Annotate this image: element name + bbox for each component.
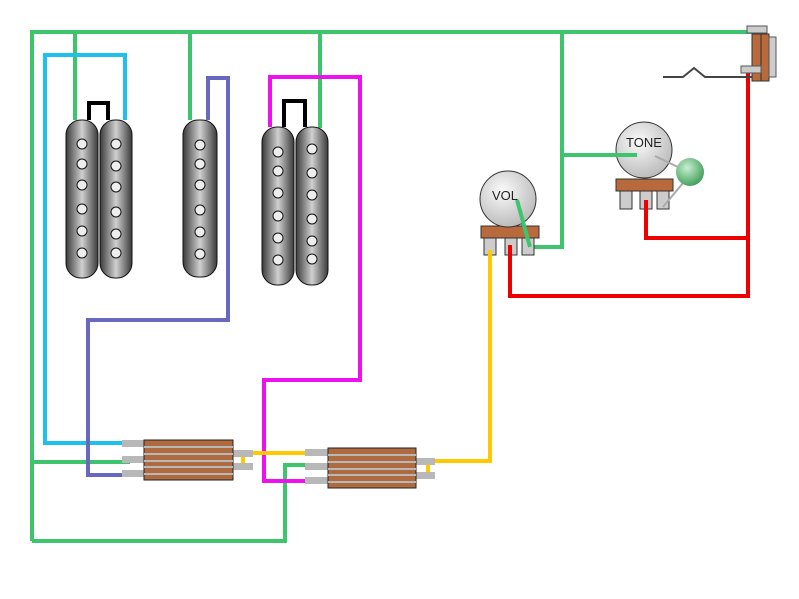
bridge-humbucker (65, 101, 133, 279)
middle-pickup-hot-wire (86, 76, 230, 477)
jack-tip-spring (663, 66, 752, 78)
neck-humbucker (261, 99, 329, 286)
neck-pickup-hot-wire (262, 75, 362, 483)
bridge-pickup-hot-wire (43, 53, 134, 445)
pickup-switch-1[interactable] (122, 439, 253, 481)
pickup-switch-2[interactable] (305, 447, 435, 489)
middle-single-coil (182, 119, 218, 278)
ground-wire-main (30, 30, 755, 541)
output-jack[interactable] (663, 25, 777, 82)
tone-label: TONE (626, 135, 662, 150)
tone-to-output-wire (644, 202, 748, 240)
tone-capacitor (654, 155, 704, 208)
volume-to-jack-wire (508, 68, 750, 298)
tone-pot[interactable]: TONE (562, 121, 674, 210)
ground-wire-switch2 (32, 463, 318, 543)
volume-label: VOL (492, 188, 518, 203)
volume-pot[interactable]: VOL (479, 170, 540, 256)
switch-to-volume-wire (426, 250, 492, 474)
coil-bridge-wire (282, 99, 307, 127)
coil-bridge-wire (87, 101, 110, 120)
